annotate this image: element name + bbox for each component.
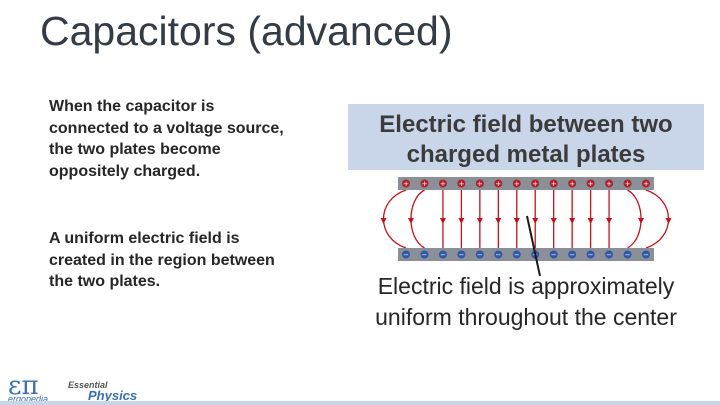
negative-charge-sign: − xyxy=(569,251,575,259)
positive-charge xyxy=(512,179,521,188)
positive-charge xyxy=(475,179,484,188)
negative-charge xyxy=(586,250,595,259)
field-lines xyxy=(380,189,672,249)
positive-charge xyxy=(494,179,503,188)
field-arrow xyxy=(458,218,465,224)
negative-charge xyxy=(623,250,632,259)
negative-charge-sign: − xyxy=(588,251,594,259)
top-plate-charges: + + + + + + + + + + + + + + xyxy=(402,179,650,188)
body-paragraph-2: A uniform electric field is created in t… xyxy=(49,230,275,290)
negative-charge xyxy=(512,250,521,259)
bottom-plate-charges: −−−−−−−−−−−−−− xyxy=(402,250,650,259)
negative-charge-sign: − xyxy=(495,251,501,259)
series-small: Essential xyxy=(68,380,108,390)
positive-charge xyxy=(531,179,540,188)
field-arrow xyxy=(665,218,672,224)
negative-charge xyxy=(438,250,447,259)
figure-caption-line-1: Electric field is approximately xyxy=(378,273,675,299)
field-arrow xyxy=(638,218,645,224)
positive-charge xyxy=(605,179,614,188)
negative-charge-sign: − xyxy=(403,251,409,259)
slide-title: Capacitors (advanced) xyxy=(40,8,453,54)
field-arrow xyxy=(550,218,557,224)
logo-name: ergopedia xyxy=(8,394,48,404)
figure-header-line-2: charged metal plates xyxy=(407,141,646,168)
positive-charge-sign: + xyxy=(458,180,464,188)
footer-bar xyxy=(0,401,720,405)
positive-charge-sign: + xyxy=(495,180,501,188)
field-arrow xyxy=(587,218,594,224)
bottom-plate xyxy=(398,248,654,261)
negative-charge xyxy=(549,250,558,259)
positive-charge-sign: + xyxy=(643,180,649,188)
figure-header-background xyxy=(348,104,704,170)
field-arrow xyxy=(495,218,502,224)
positive-charge xyxy=(586,179,595,188)
negative-charge-sign: − xyxy=(422,251,428,259)
caption-pointer xyxy=(526,215,541,277)
negative-charge-sign: − xyxy=(440,251,446,259)
positive-charge xyxy=(420,179,429,188)
footer-logo: επ ergopedia Essential Physics xyxy=(0,371,720,405)
positive-charge-sign: + xyxy=(477,180,483,188)
logo-symbol: επ xyxy=(8,371,39,401)
field-arrow xyxy=(380,218,387,224)
field-arrow xyxy=(513,218,520,224)
field-arrow xyxy=(439,218,446,224)
negative-charge-sign: − xyxy=(625,251,631,259)
negative-charge xyxy=(457,250,466,259)
negative-charge-sign: − xyxy=(643,251,649,259)
positive-charge xyxy=(402,179,410,188)
negative-charge-sign: − xyxy=(458,251,464,259)
series-large: Physics xyxy=(88,388,137,403)
negative-charge-sign: − xyxy=(551,251,557,259)
negative-charge xyxy=(475,250,484,259)
figure-caption-line-2: uniform throughout the center xyxy=(375,304,677,330)
positive-charge xyxy=(549,179,558,188)
fringe-field-line-left xyxy=(383,189,407,249)
field-arrow xyxy=(532,218,539,224)
negative-charge xyxy=(642,250,650,259)
positive-charge-sign: + xyxy=(532,180,538,188)
positive-charge-sign: + xyxy=(606,180,612,188)
negative-charge-sign: − xyxy=(514,251,520,259)
field-arrow xyxy=(606,218,613,224)
fringe-field-line-right xyxy=(645,189,669,249)
positive-charge-sign: + xyxy=(514,180,520,188)
negative-charge xyxy=(605,250,614,259)
negative-charge xyxy=(420,250,429,259)
negative-charge-sign: − xyxy=(606,251,612,259)
positive-charge-sign: + xyxy=(569,180,575,188)
field-arrow xyxy=(476,218,483,224)
body-paragraph-1: When the capacitor is connected to a vol… xyxy=(49,98,284,180)
negative-charge xyxy=(568,250,577,259)
field-arrow xyxy=(569,218,576,224)
field-arrow xyxy=(407,218,414,224)
positive-charge xyxy=(457,179,466,188)
positive-charge-sign: + xyxy=(551,180,557,188)
positive-charge xyxy=(623,179,632,188)
positive-charge xyxy=(438,179,447,188)
figure-header-line-1: Electric field between two xyxy=(379,111,672,138)
negative-charge xyxy=(402,250,410,259)
positive-charge-sign: + xyxy=(403,180,409,188)
top-plate xyxy=(398,177,654,190)
positive-charge xyxy=(642,179,650,188)
negative-charge xyxy=(494,250,503,259)
negative-charge-sign: − xyxy=(477,251,483,259)
positive-charge-sign: + xyxy=(625,180,631,188)
positive-charge xyxy=(568,179,577,188)
positive-charge-sign: + xyxy=(588,180,594,188)
positive-charge-sign: + xyxy=(440,180,446,188)
positive-charge-sign: + xyxy=(422,180,428,188)
